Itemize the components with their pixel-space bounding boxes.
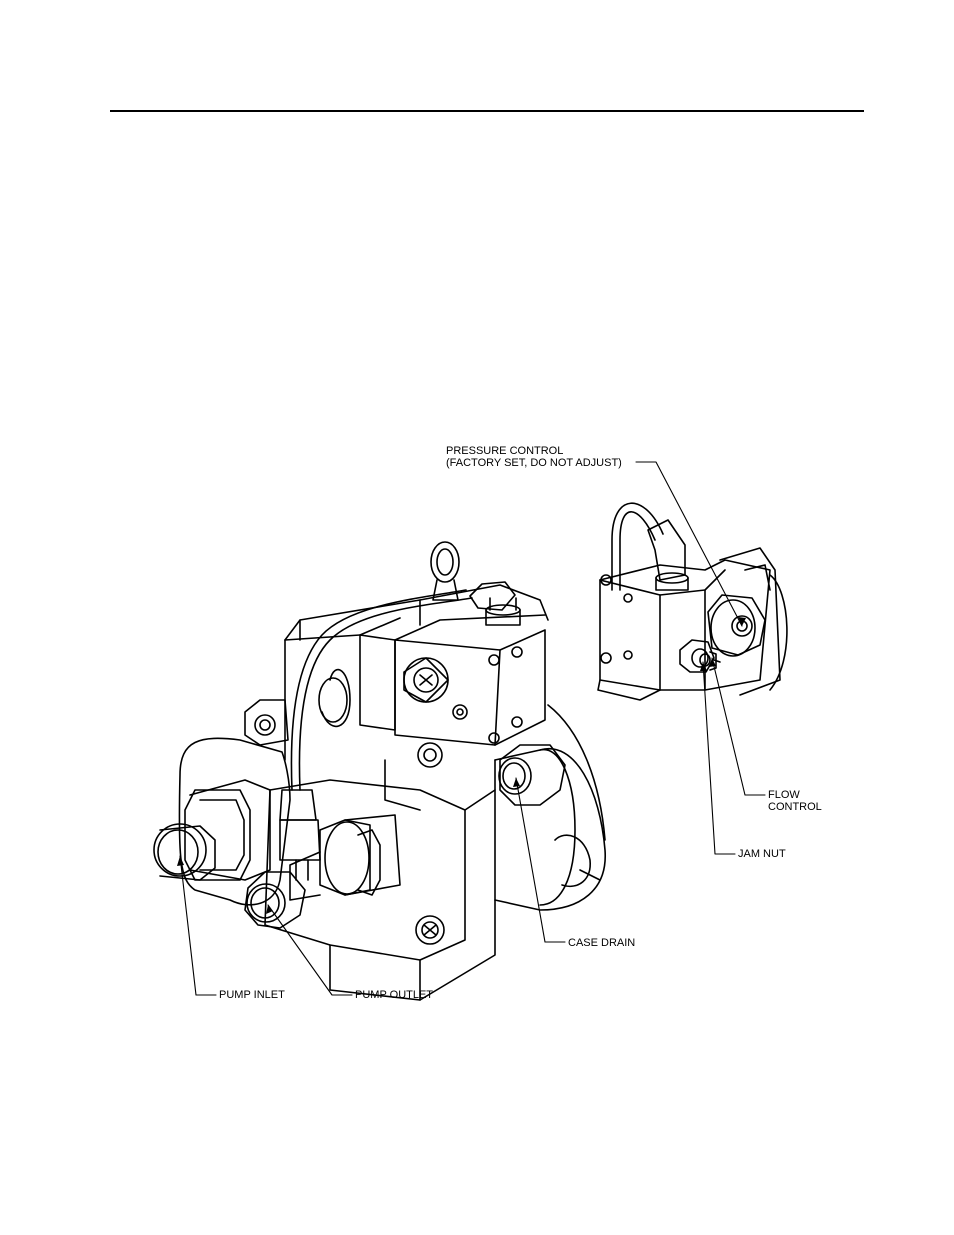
- pump-outlet-label: PUMP OUTLET: [355, 989, 434, 1001]
- header-rule: [110, 110, 864, 112]
- leader-arrowheads: [177, 617, 746, 914]
- pressure-control-label: PRESSURE CONTROL (FACTORY SET, DO NOT AD…: [446, 445, 622, 469]
- pressure-control-line2: (FACTORY SET, DO NOT ADJUST): [446, 457, 622, 469]
- flow-control-line1: FLOW: [768, 789, 800, 801]
- leader-lines: [179, 461, 766, 996]
- control-detail-inset: [597, 502, 788, 701]
- jam-nut-label: JAM NUT: [738, 848, 786, 860]
- main-pump-body: [153, 541, 606, 1001]
- pump-inlet-label: PUMP INLET: [219, 989, 285, 1001]
- pressure-control-line1: PRESSURE CONTROL: [446, 445, 564, 457]
- flow-control-label: FLOW CONTROL: [768, 789, 822, 813]
- flow-control-line2: CONTROL: [768, 801, 822, 813]
- case-drain-label: CASE DRAIN: [568, 937, 636, 949]
